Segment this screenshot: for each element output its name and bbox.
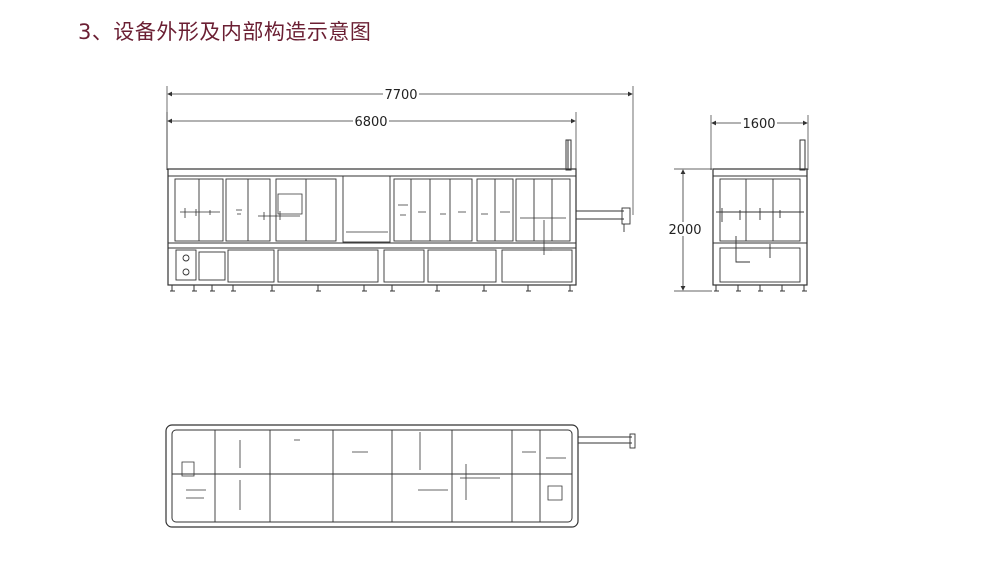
plan-view [165, 424, 636, 528]
dimension-7700: 7700 [166, 86, 634, 215]
dimension-1600: 1600 [710, 115, 809, 170]
dimension-label-6800: 6800 [354, 115, 387, 130]
front-elevation: 7700 6800 [166, 86, 634, 292]
page-title: 3、设备外形及内部构造示意图 [78, 20, 372, 44]
dimension-2000: 2000 [667, 168, 712, 292]
dimension-label-7700: 7700 [384, 88, 417, 103]
side-elevation: 1600 2000 [667, 115, 809, 292]
dimension-label-2000: 2000 [668, 223, 701, 238]
dimension-6800: 6800 [166, 112, 577, 170]
dimension-label-1600: 1600 [742, 117, 775, 132]
